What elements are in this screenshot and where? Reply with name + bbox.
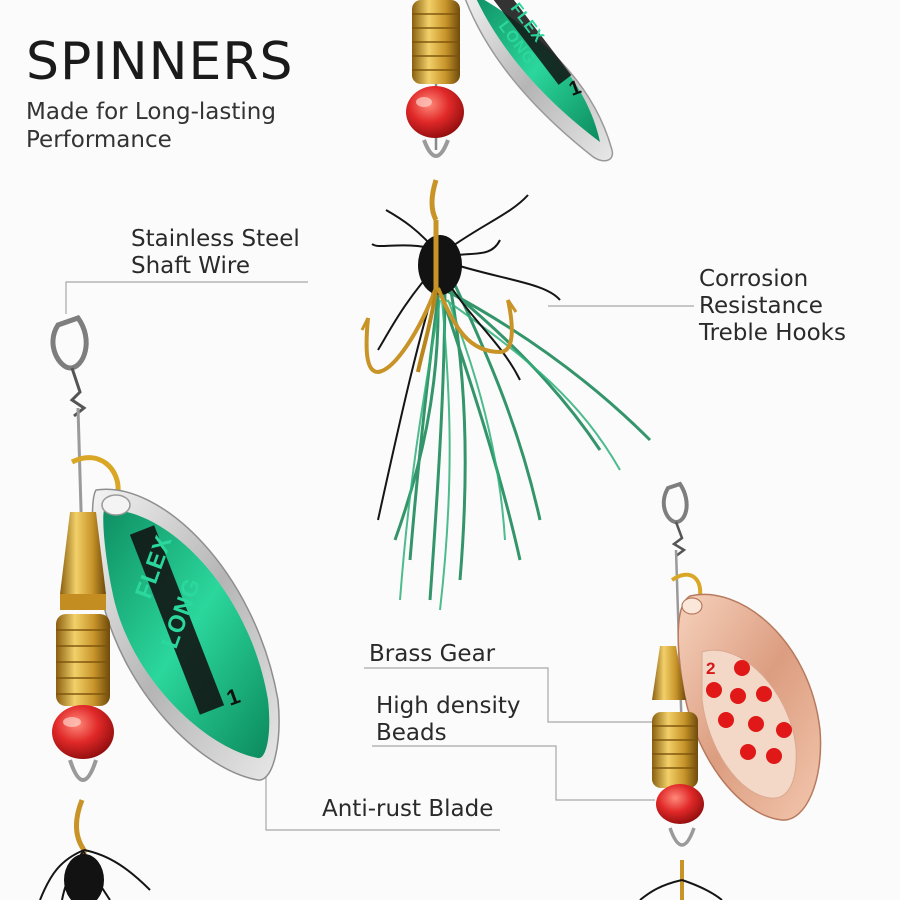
label-beads: High density Beads xyxy=(376,693,521,747)
hook-right xyxy=(436,287,514,355)
label-line: Beads xyxy=(376,720,447,746)
page-subtitle: Made for Long-lasting Performance xyxy=(26,98,276,154)
top-lure: FLEX LONG 1 xyxy=(406,0,614,162)
left-lure-brass-gear xyxy=(60,512,106,594)
page-title: SPINNERS xyxy=(26,32,294,92)
right-lure-red-dots xyxy=(706,660,792,764)
callout-line-beads xyxy=(372,745,655,801)
subtitle-line: Performance xyxy=(26,127,172,153)
right-lure-bead xyxy=(656,784,704,824)
label-shaft-wire: Stainless Steel Shaft Wire xyxy=(131,226,300,280)
label-line: High density xyxy=(376,693,521,719)
callout-lines xyxy=(65,281,694,831)
right-lure-swivel xyxy=(661,481,689,525)
treble-hook-feather xyxy=(360,179,652,611)
label-line: Stainless Steel xyxy=(131,226,300,252)
hook-left xyxy=(364,287,438,375)
top-lure-bead xyxy=(406,86,464,138)
label-anti-rust-blade: Anti-rust Blade xyxy=(322,796,494,822)
label-line: Resistance xyxy=(699,293,823,319)
label-line: Treble Hooks xyxy=(699,320,846,346)
label-line: Corrosion xyxy=(699,266,809,292)
left-lure-swivel xyxy=(50,315,89,371)
callout-line-blade xyxy=(265,772,500,831)
subtitle-line: Made for Long-lasting xyxy=(26,99,276,125)
callout-line-shaft xyxy=(65,281,308,314)
left-lure-bead xyxy=(52,705,114,759)
right-lure-brass-gear xyxy=(652,646,686,700)
right-lure-blade-size: 2 xyxy=(706,659,715,678)
label-line: Shaft Wire xyxy=(131,253,251,279)
right-lure: 2 xyxy=(639,481,822,900)
label-treble-hooks: Corrosion Resistance Treble Hooks xyxy=(699,266,846,347)
hook-mid xyxy=(416,289,438,373)
left-lure: FLEX LONG 1 xyxy=(39,315,280,900)
label-brass-gear: Brass Gear xyxy=(369,641,496,667)
callout-line-gear xyxy=(364,667,655,723)
right-lure-body xyxy=(652,712,698,788)
left-lure-body xyxy=(56,614,110,706)
